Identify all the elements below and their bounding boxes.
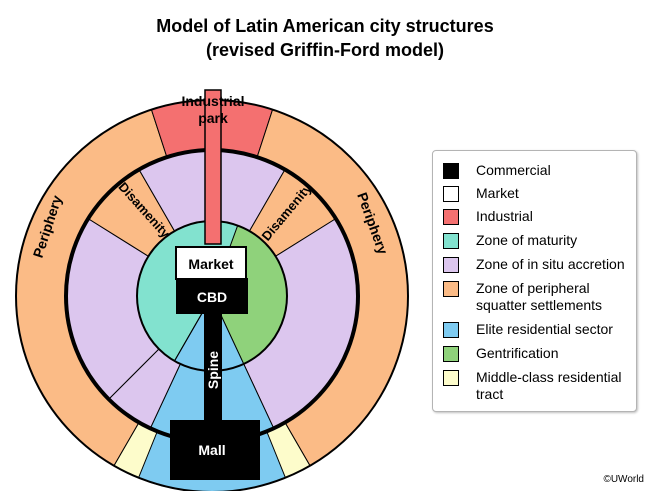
legend-swatch bbox=[443, 281, 459, 297]
title-line-1: Model of Latin American city structures bbox=[156, 16, 494, 36]
legend-swatch bbox=[443, 209, 459, 225]
legend-label: Commercial bbox=[476, 162, 551, 178]
city-model-diagram: Industrial park Periphery Periphery Disa… bbox=[15, 89, 409, 491]
title-line-2: (revised Griffin-Ford model) bbox=[205, 40, 445, 60]
legend-label: Market bbox=[476, 185, 519, 201]
legend-item: Market bbox=[443, 185, 636, 202]
legend-item: Commercial bbox=[443, 162, 636, 179]
legend-swatch bbox=[443, 322, 459, 338]
industrial-spine bbox=[204, 89, 222, 245]
commercial-spine bbox=[204, 312, 222, 428]
legend-item: Zone of maturity bbox=[443, 232, 636, 249]
legend-swatch bbox=[443, 186, 459, 202]
cbd-block bbox=[176, 278, 248, 314]
spine-label: Spine bbox=[205, 351, 221, 389]
industrial-park-label-line1: Industrial bbox=[181, 93, 244, 109]
legend-item: Middle-class residential tract bbox=[443, 369, 636, 403]
legend-swatch bbox=[443, 257, 459, 273]
legend-swatch bbox=[443, 370, 459, 386]
legend-item: Gentrification bbox=[443, 345, 636, 362]
credit-text: ©UWorld bbox=[603, 474, 644, 485]
diagram-title: Model of Latin American city structures … bbox=[0, 14, 650, 62]
legend-label: Zone of peripheral squatter settlements bbox=[476, 280, 603, 313]
legend-label: Gentrification bbox=[476, 345, 559, 361]
legend-item: Industrial bbox=[443, 208, 636, 225]
legend-label: Zone of maturity bbox=[476, 232, 578, 248]
legend-item: Zone of in situ accretion bbox=[443, 256, 636, 273]
market-label: Market bbox=[188, 256, 233, 272]
mall-block bbox=[170, 420, 260, 480]
legend-swatch bbox=[443, 346, 459, 362]
legend-swatch bbox=[443, 233, 459, 249]
industrial-park-label-line2: park bbox=[198, 110, 228, 126]
legend-label: Elite residential sector bbox=[476, 321, 613, 337]
legend-label: Middle-class residential tract bbox=[476, 369, 622, 402]
mall-label: Mall bbox=[198, 442, 225, 458]
market-block bbox=[175, 246, 247, 280]
legend-label: Industrial bbox=[476, 208, 533, 224]
legend-label: Zone of in situ accretion bbox=[476, 256, 625, 272]
legend-item: Elite residential sector bbox=[443, 321, 636, 338]
legend-item: Zone of peripheral squatter settlements bbox=[443, 280, 636, 314]
cbd-label: CBD bbox=[197, 289, 227, 305]
legend-swatch bbox=[443, 163, 459, 179]
